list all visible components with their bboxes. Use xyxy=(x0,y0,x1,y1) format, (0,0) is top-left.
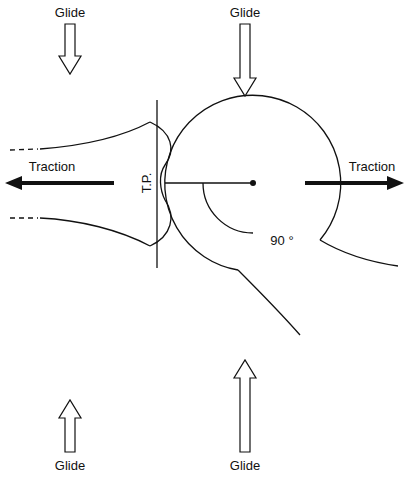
glide-arrow xyxy=(234,24,256,96)
traction-arrow xyxy=(5,176,114,190)
plane-label: T.P. xyxy=(140,173,153,194)
bone-neck xyxy=(320,240,398,266)
traction-arrow xyxy=(305,176,404,190)
right-angle-arc xyxy=(203,183,253,233)
glide-label: Glide xyxy=(55,6,85,19)
bone-outline xyxy=(10,217,38,218)
bone-outline xyxy=(40,218,150,246)
glide-arrow xyxy=(59,400,81,452)
treatment-plane-line xyxy=(156,100,157,268)
angle-label: 90 ° xyxy=(270,234,293,247)
traction-label: Traction xyxy=(349,160,395,173)
glide-arrow xyxy=(234,360,256,452)
center-dot xyxy=(250,180,256,186)
glide-label: Glide xyxy=(230,459,260,472)
glide-label: Glide xyxy=(55,459,85,472)
bone-neck xyxy=(238,270,300,335)
glide-arrow xyxy=(59,24,81,74)
glide-label: Glide xyxy=(230,6,260,19)
traction-label: Traction xyxy=(29,160,75,173)
radius-line xyxy=(165,182,253,183)
bone-outline xyxy=(40,122,150,149)
bone-outline xyxy=(10,149,38,150)
concave-surface xyxy=(150,122,171,246)
